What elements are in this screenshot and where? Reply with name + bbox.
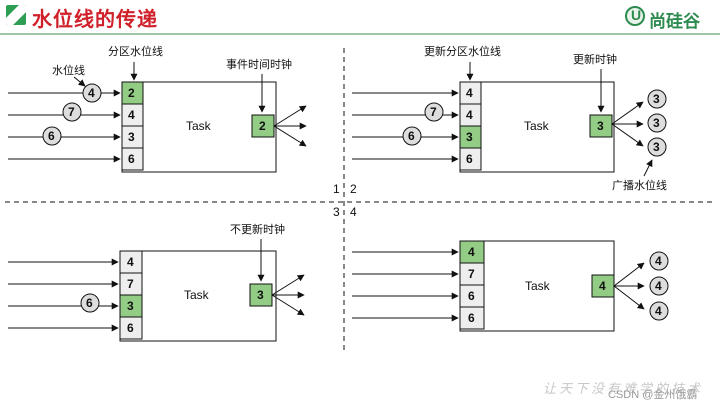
task-box xyxy=(459,81,615,173)
task-label: Task xyxy=(186,119,212,133)
panel-4: Task 4 7 6 6 4 4 4 4 xyxy=(352,240,669,332)
output-arrow xyxy=(273,105,307,127)
panel-2: Task 4 4 3 6 7 6 更新分区水位线 更新时钟 3 3 3 3 广播… xyxy=(352,44,667,192)
task-label: Task xyxy=(184,288,210,302)
watermark-value: 7 xyxy=(68,105,75,119)
broadcast-value: 3 xyxy=(653,92,660,106)
task-label: Task xyxy=(525,279,551,293)
partition-slot xyxy=(459,306,485,330)
label-watermark: 水位线 xyxy=(52,63,85,77)
label-broadcast-watermark: 广播水位线 xyxy=(612,178,667,192)
csdn-credit: CSDN @金州饿霸 xyxy=(608,389,698,401)
label-partition-watermark: 分区水位线 xyxy=(108,44,163,58)
partition-value: 4 xyxy=(466,108,473,122)
partition-value: 4 xyxy=(466,86,473,100)
partition-slot xyxy=(459,147,482,171)
clock-value: 3 xyxy=(257,288,264,302)
broadcast-value: 4 xyxy=(655,279,662,293)
slide-bullet-icon xyxy=(6,5,26,25)
output-arrow xyxy=(271,274,305,296)
watermark-bubble xyxy=(82,83,102,103)
watermark-value: 4 xyxy=(88,86,95,100)
partition-value: 6 xyxy=(468,289,475,303)
broadcast-watermark-bubble xyxy=(647,113,667,133)
watermark-value: 6 xyxy=(86,296,93,310)
quadrant-number-1: 1 xyxy=(333,182,340,196)
brand-logo-icon xyxy=(625,6,645,26)
partition-value: 4 xyxy=(127,255,134,269)
label-event-time-clock: 事件时间时钟 xyxy=(226,57,292,71)
partition-value: 7 xyxy=(127,277,134,291)
watermark-bubble xyxy=(42,126,62,146)
broadcast-watermark-bubble xyxy=(649,301,669,321)
label-updated-clock: 更新时钟 xyxy=(573,52,617,66)
output-arrow xyxy=(611,101,644,125)
output-arrow xyxy=(613,262,645,287)
watermark-value: 6 xyxy=(408,129,415,143)
quadrant-number-2: 2 xyxy=(350,182,357,196)
brand-logo-text: 尚硅谷 xyxy=(649,12,700,32)
watermark-bubble xyxy=(402,126,422,146)
broadcast-value: 4 xyxy=(655,254,662,268)
panel-1: Task 2 4 3 6 4 7 6 水位线 分区水位线 事件时间时钟 2 xyxy=(8,44,307,173)
quadrant-number-3: 3 xyxy=(333,205,340,219)
partition-value: 3 xyxy=(466,130,473,144)
partition-value: 6 xyxy=(127,321,134,335)
output-arrow xyxy=(271,294,305,316)
header: 水位线的传递 尚硅谷 xyxy=(0,0,720,35)
clock-value: 2 xyxy=(259,119,266,133)
partition-slot xyxy=(121,147,144,171)
title-divider xyxy=(0,33,720,35)
watermark-bubble xyxy=(80,293,100,313)
partition-value: 7 xyxy=(468,267,475,281)
task-box xyxy=(121,81,277,173)
broadcast-value: 3 xyxy=(653,140,660,154)
output-arrow xyxy=(611,123,644,147)
background-watermark: 让天下没有难学的技术 xyxy=(543,382,704,397)
label-clock-not-updated: 不更新时钟 xyxy=(230,222,285,236)
partition-value: 4 xyxy=(468,245,475,259)
watermark-bubble xyxy=(62,102,82,122)
broadcast-watermark-bubble xyxy=(649,276,669,296)
quadrant-number-4: 4 xyxy=(350,205,357,219)
partition-value: 2 xyxy=(128,86,135,100)
clock-value: 3 xyxy=(597,119,604,133)
event-time-clock xyxy=(589,114,613,138)
panel-3: Task 4 7 3 6 6 不更新时钟 3 xyxy=(8,222,305,342)
callout-arrow xyxy=(643,159,653,177)
watermark-bubble xyxy=(424,102,444,122)
task-label: Task xyxy=(524,119,550,133)
slide-title: 水位线的传递 xyxy=(32,7,158,31)
callout-arrow xyxy=(73,76,86,87)
broadcast-value: 4 xyxy=(655,304,662,318)
partition-value: 6 xyxy=(466,152,473,166)
partition-value: 6 xyxy=(128,152,135,166)
broadcast-watermark-bubble xyxy=(647,89,667,109)
broadcast-value: 3 xyxy=(653,116,660,130)
partition-value: 3 xyxy=(127,299,134,313)
partition-slot xyxy=(119,316,143,340)
watermark-value: 6 xyxy=(48,129,55,143)
output-arrow xyxy=(273,125,307,147)
broadcast-watermark-bubble xyxy=(647,137,667,157)
partition-value: 4 xyxy=(128,108,135,122)
partition-value: 3 xyxy=(128,130,135,144)
label-updated-partition-watermark: 更新分区水位线 xyxy=(424,44,501,58)
watermark-value: 7 xyxy=(430,105,437,119)
broadcast-watermark-bubble xyxy=(649,251,669,271)
clock-value: 4 xyxy=(599,279,606,293)
output-arrow xyxy=(613,285,645,310)
partition-value: 6 xyxy=(468,311,475,325)
